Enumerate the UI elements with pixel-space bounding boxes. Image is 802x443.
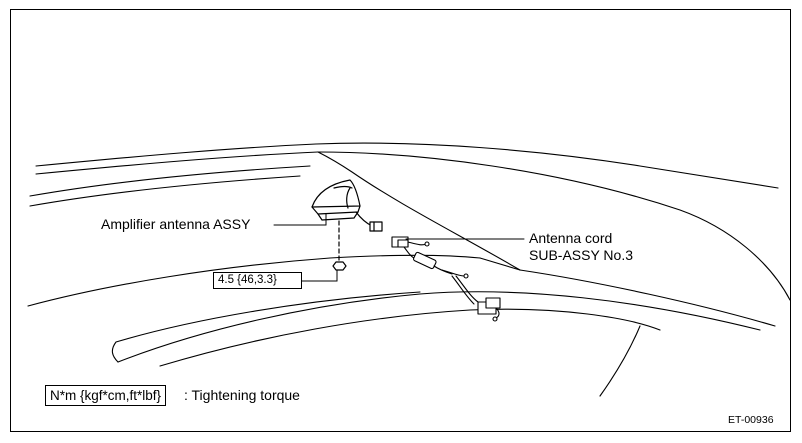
diagram-frame [10, 9, 791, 432]
amplifier-antenna-shape [311, 179, 383, 271]
roof-outline [27, 142, 791, 397]
leader-lines [273, 213, 525, 282]
torque-value-box: 4.5 {46,3.3} [213, 272, 302, 289]
figure-code: ET-00936 [728, 414, 774, 426]
antenna-cord-label-line2: SUB-ASSY No.3 [529, 247, 634, 263]
amplifier-antenna-label: Amplifier antenna ASSY [101, 216, 251, 232]
torque-legend-description: : Tightening torque [184, 387, 300, 403]
torque-unit-legend-box: N*m {kgf*cm,ft*lbf} [45, 385, 167, 406]
antenna-cord-label-line1: Antenna cord [529, 230, 613, 246]
antenna-cord-shape [391, 236, 501, 322]
